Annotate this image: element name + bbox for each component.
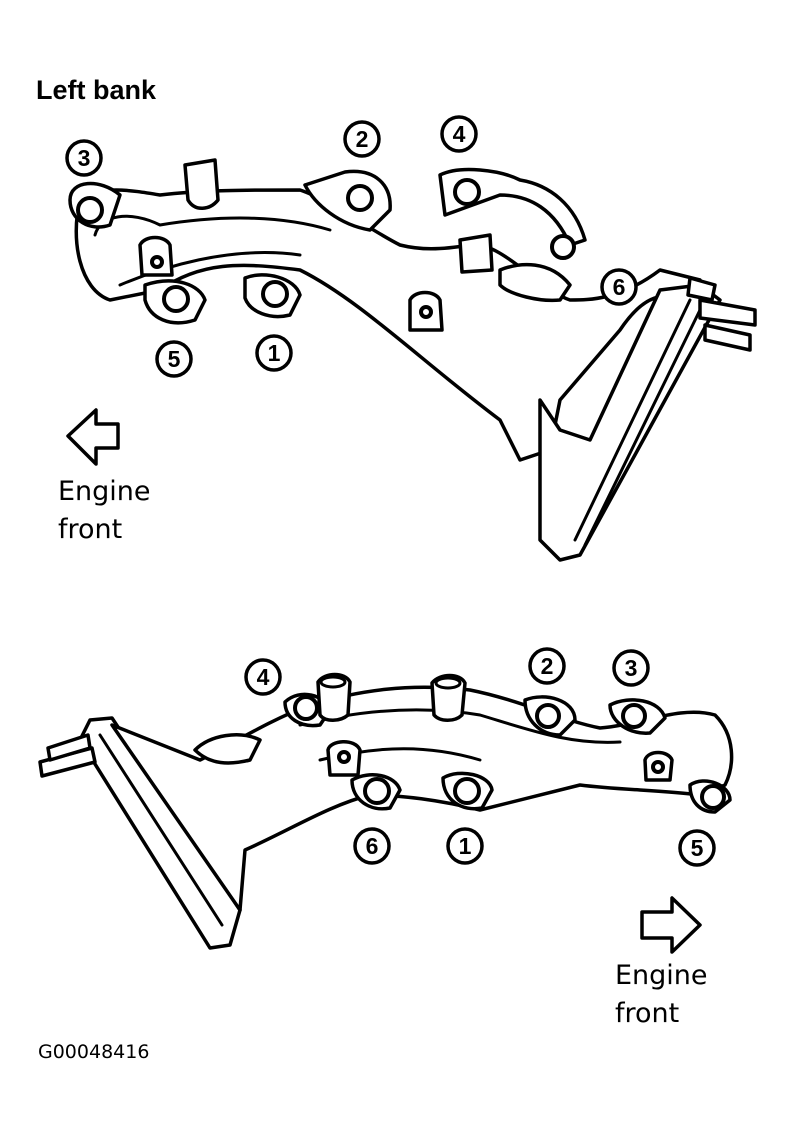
diagram-title: Left bank bbox=[36, 75, 157, 105]
svg-text:3: 3 bbox=[625, 655, 638, 681]
svg-text:4: 4 bbox=[257, 664, 270, 690]
arrow-left-icon bbox=[66, 408, 120, 466]
svg-text:3: 3 bbox=[78, 145, 91, 171]
bolt-badge-bottom-4: 4 bbox=[244, 658, 282, 696]
bolt-badge-top-5: 5 bbox=[155, 340, 193, 378]
bolt-badge-top-3: 3 bbox=[65, 139, 103, 177]
svg-text:6: 6 bbox=[366, 833, 379, 859]
svg-text:2: 2 bbox=[541, 653, 554, 679]
svg-text:4: 4 bbox=[453, 121, 466, 147]
svg-text:1: 1 bbox=[459, 833, 472, 859]
bolt-badge-bottom-1: 1 bbox=[446, 827, 484, 865]
svg-text:1: 1 bbox=[268, 340, 281, 366]
figure-id: G00048416 bbox=[38, 1041, 149, 1063]
bolt-badge-top-6: 6 bbox=[600, 268, 638, 306]
bolt-badge-top-4: 4 bbox=[440, 115, 478, 153]
bolt-badge-bottom-6: 6 bbox=[353, 827, 391, 865]
engine-front-label-bottom-line1: Engine bbox=[615, 960, 708, 991]
bolt-badge-top-1: 1 bbox=[255, 334, 293, 372]
svg-text:6: 6 bbox=[613, 274, 626, 300]
svg-text:2: 2 bbox=[356, 126, 369, 152]
svg-text:5: 5 bbox=[168, 346, 181, 372]
bolt-badge-top-2: 2 bbox=[343, 120, 381, 158]
right-bank-manifold bbox=[38, 672, 734, 950]
bolt-badge-bottom-5: 5 bbox=[678, 829, 716, 867]
bolt-badge-bottom-3: 3 bbox=[612, 649, 650, 687]
left-bank-manifold bbox=[68, 158, 757, 562]
svg-text:5: 5 bbox=[691, 835, 704, 861]
engine-front-label-top-line1: Engine bbox=[58, 476, 151, 507]
engine-front-label-bottom-line2: front bbox=[615, 998, 679, 1029]
arrow-right-icon bbox=[640, 896, 702, 954]
engine-front-label-top-line2: front bbox=[58, 514, 122, 545]
bolt-badge-bottom-2: 2 bbox=[528, 647, 566, 685]
